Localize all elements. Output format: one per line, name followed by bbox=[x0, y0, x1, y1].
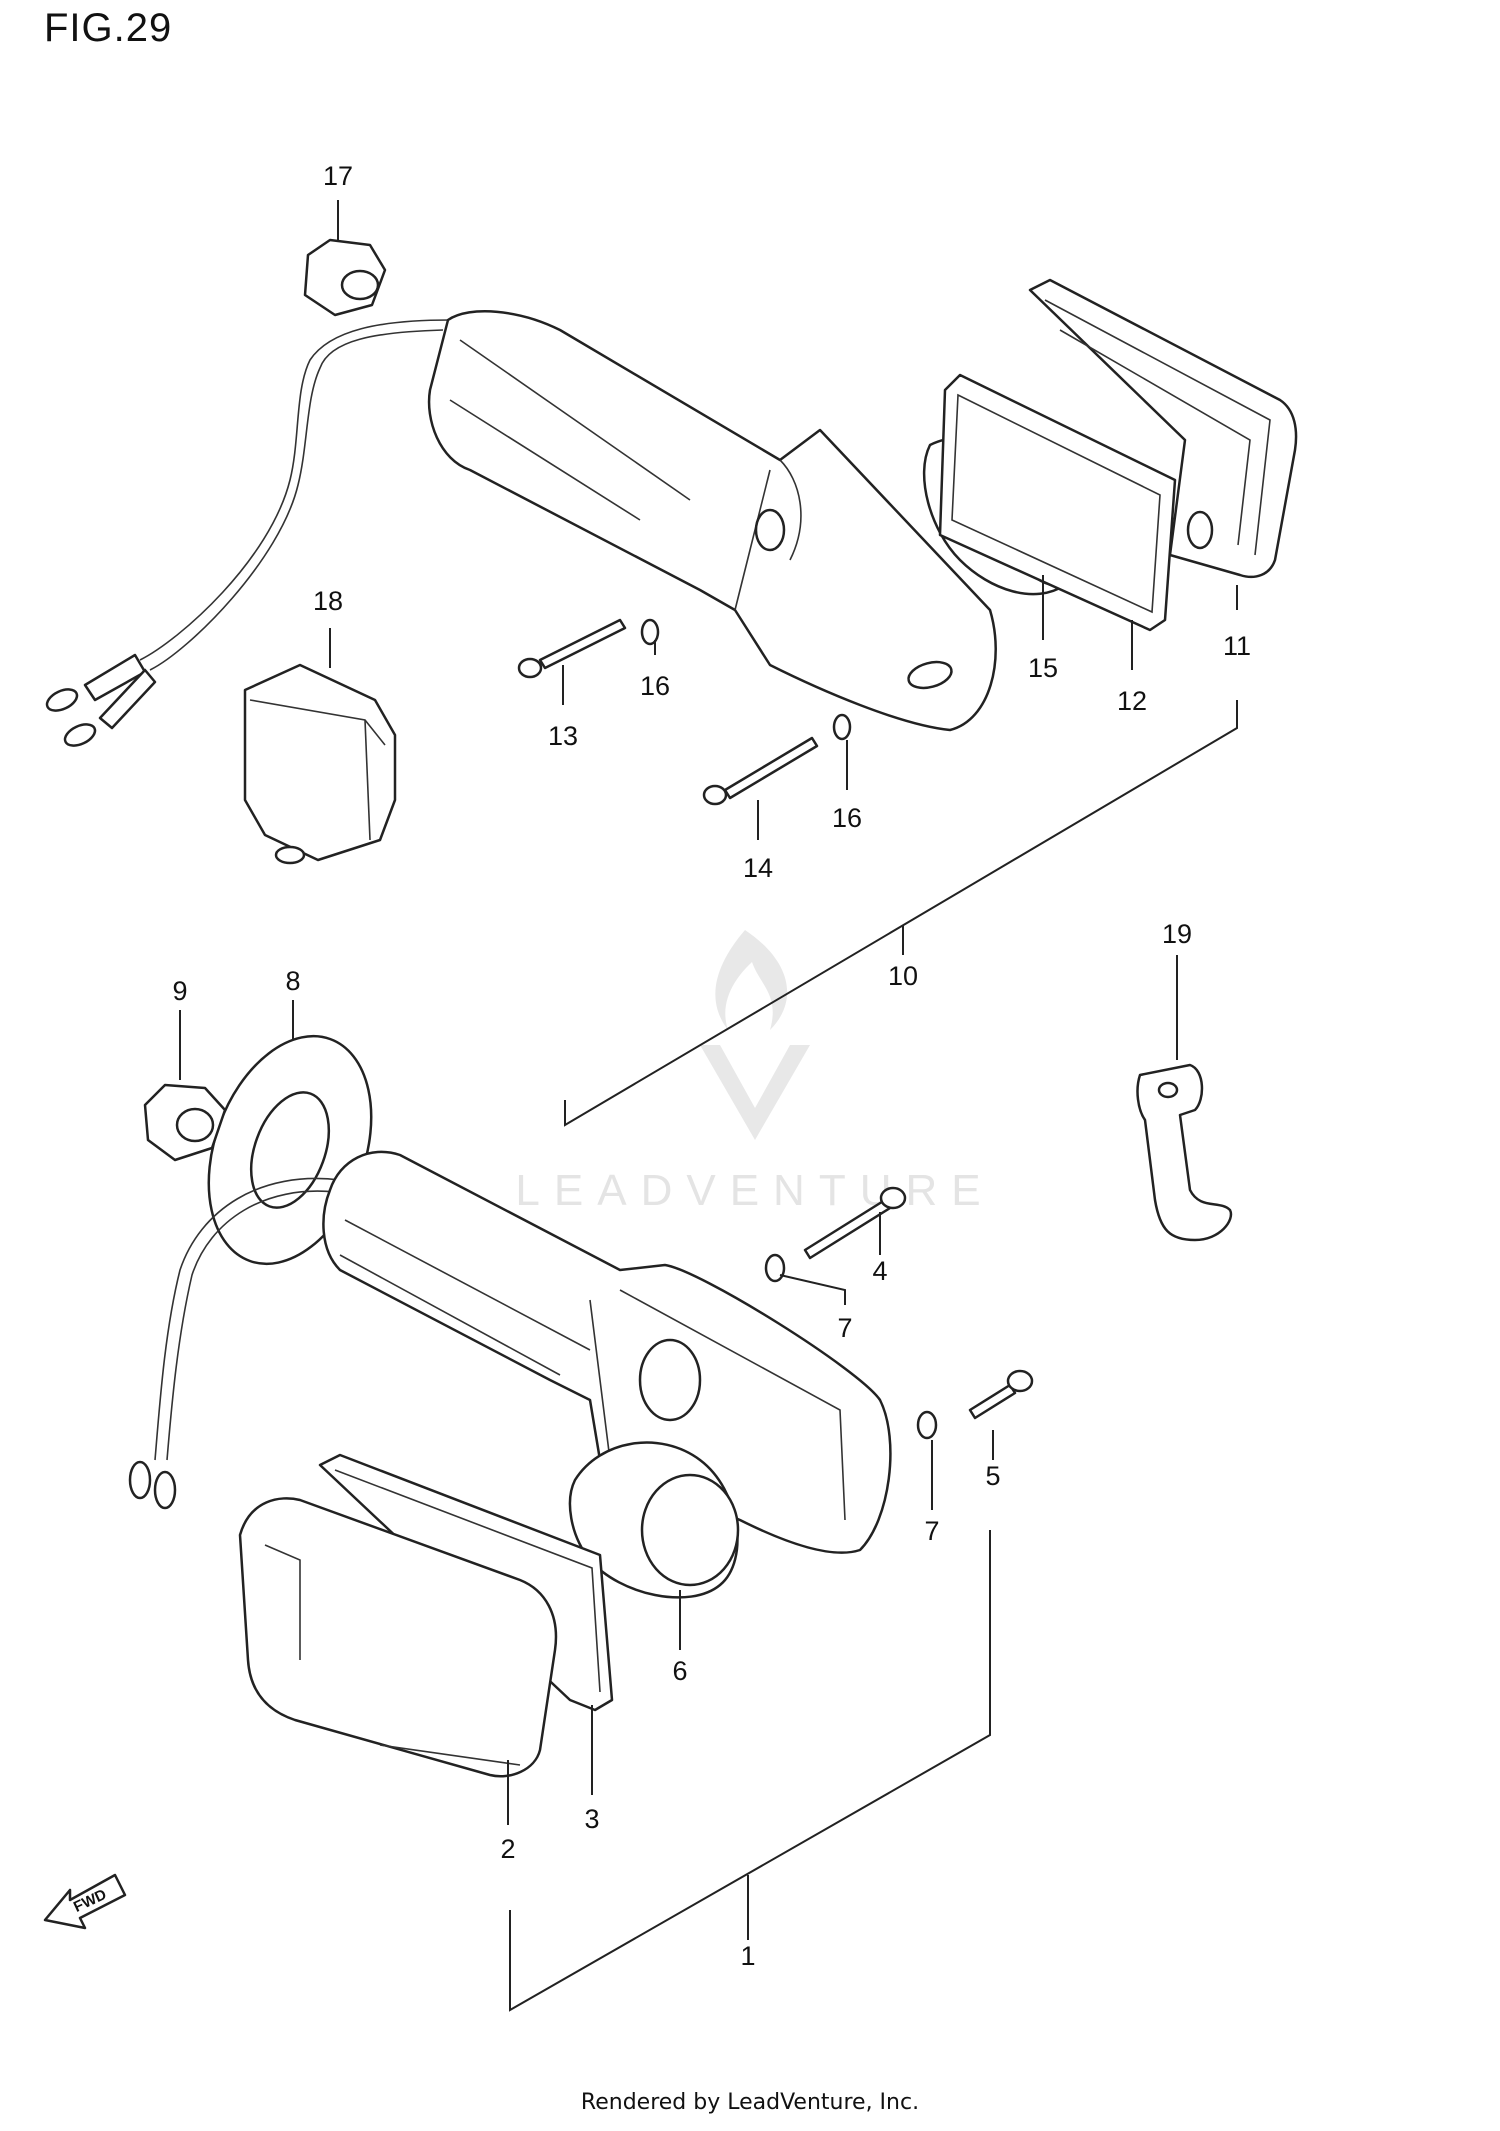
callout-14: 14 bbox=[743, 853, 773, 883]
callout-1: 1 bbox=[740, 1941, 755, 1971]
callout-6: 6 bbox=[672, 1656, 687, 1686]
leadventure-watermark: LEADVENTURE bbox=[515, 930, 994, 1215]
callout-13: 13 bbox=[548, 721, 578, 751]
leader-lines bbox=[179, 200, 1238, 2012]
figure-title: FIG.29 bbox=[44, 6, 173, 50]
callout-16a: 16 bbox=[640, 671, 670, 701]
rear-turn-signal-assembly bbox=[45, 238, 1298, 865]
callout-4: 4 bbox=[872, 1256, 887, 1286]
callout-11: 11 bbox=[1223, 631, 1251, 661]
callout-15: 15 bbox=[1028, 653, 1058, 683]
callout-17: 17 bbox=[323, 161, 353, 191]
callout-8: 8 bbox=[285, 966, 300, 996]
callout-9: 9 bbox=[172, 976, 187, 1006]
callout-7a: 7 bbox=[837, 1313, 852, 1343]
callout-19: 19 bbox=[1162, 919, 1192, 949]
callout-3: 3 bbox=[584, 1804, 599, 1834]
callout-12: 12 bbox=[1117, 686, 1147, 716]
footer-credit: Rendered by LeadVenture, Inc. bbox=[580, 2090, 920, 2115]
front-turn-signal-assembly: FWD bbox=[43, 1034, 1233, 1930]
watermark-text: LEADVENTURE bbox=[515, 1166, 994, 1215]
callout-labels: 17 18 13 16 14 16 15 12 11 10 19 8 9 4 7… bbox=[172, 161, 1251, 1971]
callout-10: 10 bbox=[888, 961, 918, 991]
callout-16b: 16 bbox=[832, 803, 862, 833]
callout-2: 2 bbox=[500, 1834, 515, 1864]
callout-5: 5 bbox=[985, 1461, 1000, 1491]
callout-18: 18 bbox=[313, 586, 343, 616]
callout-7b: 7 bbox=[924, 1516, 939, 1546]
